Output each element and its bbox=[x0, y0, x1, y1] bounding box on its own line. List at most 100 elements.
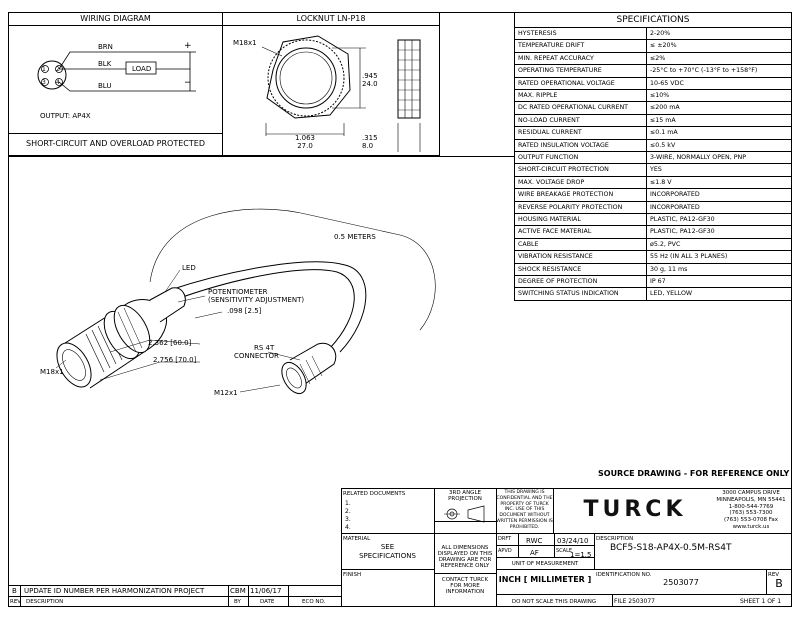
locknut-panel bbox=[222, 12, 440, 156]
spec-key: TEMPERATURE DRIFT bbox=[518, 42, 585, 50]
revision-date: 11/06/17 bbox=[250, 587, 282, 595]
address-line: (763) 553-0708 Fax bbox=[723, 517, 779, 524]
spec-value: -25°C to +70°C (-13°F to +158°F) bbox=[650, 67, 758, 75]
spec-key: HYSTERESIS bbox=[518, 30, 557, 37]
spec-row: WIRE BREAKAGE PROTECTION INCORPORATED bbox=[514, 189, 791, 202]
file-label: FILE 2503077 bbox=[614, 598, 655, 605]
ident-value: 2503077 bbox=[663, 578, 699, 587]
spec-row: HYSTERESIS 2-20% bbox=[514, 28, 791, 41]
drft-value: RWC bbox=[526, 537, 543, 545]
revision-description: UPDATE ID NUMBER PER HARMONIZATION PROJE… bbox=[24, 587, 205, 595]
projection-line-2: PROJECTION bbox=[448, 496, 482, 502]
related-docs-label: RELATED DOCUMENTS bbox=[343, 491, 406, 497]
spec-value: PLASTIC, PA12-GF30 bbox=[650, 216, 715, 223]
dims-note-2: DISPLAYED ON THIS bbox=[437, 551, 493, 557]
spec-key: ACTIVE FACE MATERIAL bbox=[518, 228, 592, 236]
rev-label: REV bbox=[768, 572, 780, 578]
projection-line-1: 3RD ANGLE bbox=[449, 490, 481, 496]
spec-key: DC RATED OPERATIONAL CURRENT bbox=[518, 104, 629, 112]
do-not-scale-note: DO NOT SCALE THIS DRAWING bbox=[511, 599, 597, 605]
spec-key: SHORT-CIRCUIT PROTECTION bbox=[518, 166, 609, 174]
spec-row: RESIDUAL CURRENT≤0.1 mA bbox=[514, 127, 791, 140]
unit-value: INCH [ MILLIMETER ] bbox=[498, 575, 592, 584]
spec-value: 30 g, 11 ms bbox=[650, 265, 688, 273]
spec-value: INCORPORATED bbox=[650, 191, 700, 199]
thread-m12-label: M12x1 bbox=[214, 389, 238, 397]
pin-4-label: 4 bbox=[56, 79, 60, 86]
wire-blu-label: BLU bbox=[98, 82, 112, 90]
spec-row: SHORT-CIRCUIT PROTECTION YES bbox=[514, 164, 791, 177]
revision-header-by: BY bbox=[234, 599, 241, 605]
wire-blk-label: BLK bbox=[98, 60, 112, 68]
spec-key: WIRE BREAKAGE PROTECTION bbox=[518, 191, 614, 199]
spec-value: IP 67 bbox=[650, 278, 666, 285]
drft-label: DRFT bbox=[498, 536, 512, 542]
revision-rev: B bbox=[12, 587, 17, 595]
connector-label-2: CONNECTOR bbox=[234, 352, 279, 360]
cable-length-label: 0.5 METERS bbox=[334, 233, 376, 241]
confidential-note-line: THIS DRAWING IS bbox=[504, 490, 545, 495]
wiring-diagram-title: WIRING DIAGRAM bbox=[80, 14, 151, 23]
spec-value: ≤2% bbox=[650, 54, 666, 62]
spec-row: NO-LOAD CURRENT≤15 mA bbox=[514, 115, 791, 128]
address-line: 1-800-544-7769 bbox=[728, 503, 774, 510]
spec-key: RATED OPERATIONAL VOLTAGE bbox=[518, 79, 615, 87]
spec-value: 2-20% bbox=[650, 30, 671, 37]
material-label: MATERIAL bbox=[343, 536, 371, 542]
confidential-note-line: CONFIDENTIAL AND THE bbox=[496, 495, 553, 501]
locknut-thick-in: .315 bbox=[362, 134, 378, 142]
spec-key: OPERATING TEMPERATURE bbox=[518, 67, 602, 75]
spec-row: MIN. REPEAT ACCURACY≤2% bbox=[514, 53, 791, 66]
locknut-dia-mm: 24.0 bbox=[362, 80, 378, 88]
spec-key: MAX. RIPPLE bbox=[518, 92, 558, 99]
locknut-title: LOCKNUT LN-P18 bbox=[296, 14, 366, 23]
dim-2756: 2.756 [70.0] bbox=[153, 356, 197, 364]
spec-value: INCORPORATED bbox=[650, 203, 700, 211]
spec-value: YES bbox=[650, 166, 662, 174]
spec-value: 10-65 VDC bbox=[650, 79, 684, 87]
address-line: MINNEAPOLIS, MN 55441 bbox=[716, 496, 786, 503]
address-line: www.turck.us bbox=[732, 524, 770, 530]
spec-key: VIBRATION RESISTANCE bbox=[518, 253, 593, 261]
sheet-label: SHEET 1 OF 1 bbox=[740, 598, 782, 605]
locknut-thread-label: M18x1 bbox=[233, 39, 257, 47]
spec-row: RATED OPERATIONAL VOLTAGE 10-65 VDC bbox=[514, 78, 791, 90]
specifications-title: SPECIFICATIONS bbox=[616, 15, 690, 25]
spec-row: MAX. RIPPLE≤10% bbox=[514, 90, 791, 103]
date-value: 03/24/10 bbox=[557, 537, 589, 545]
plus-label: + bbox=[184, 41, 192, 51]
related-item-4: 4. bbox=[345, 524, 351, 531]
dim-2362: 2.362 [60.0] bbox=[148, 339, 192, 347]
revision-header-date: DATE bbox=[260, 599, 275, 605]
spec-row: MAX. VOLTAGE DROP≤1.8 V bbox=[514, 177, 791, 190]
spec-key: NO-LOAD CURRENT bbox=[518, 116, 580, 124]
contact-1: CONTACT TURCK bbox=[441, 577, 489, 583]
pin-2-label: 2 bbox=[56, 66, 60, 73]
revision-header-rev: REV bbox=[10, 599, 22, 605]
spec-key: OUTPUT FUNCTION bbox=[518, 154, 579, 161]
turck-logo: TURCK bbox=[583, 497, 687, 522]
dims-note-4: REFERENCE ONLY bbox=[440, 563, 490, 569]
confidential-note-line: WRITTEN PERMISSION IS bbox=[496, 519, 553, 524]
spec-value: ≤200 mA bbox=[650, 104, 680, 112]
confidential-note-line: PROHIBITED. bbox=[509, 524, 540, 530]
spec-value: ≤ ±20% bbox=[650, 42, 677, 50]
dims-note-3: DRAWING ARE FOR bbox=[438, 557, 492, 563]
potentiometer-label: POTENTIOMETER bbox=[208, 288, 268, 296]
contact-2: FOR MORE bbox=[450, 583, 480, 589]
related-item-2: 2. bbox=[345, 508, 351, 515]
locknut-width-mm: 27.0 bbox=[297, 142, 313, 150]
dims-note-1: ALL DIMENSIONS bbox=[441, 545, 489, 551]
description-label: DESCRIPTION bbox=[596, 536, 634, 542]
ident-label: IDENTIFICATION NO. bbox=[596, 572, 652, 578]
locknut-width-in: 1.063 bbox=[294, 134, 316, 142]
source-drawing-note: SOURCE DRAWING - FOR REFERENCE ONLY bbox=[598, 469, 790, 478]
spec-key: SHOCK RESISTANCE bbox=[518, 265, 582, 273]
spec-value: LED, YELLOW bbox=[650, 290, 693, 298]
